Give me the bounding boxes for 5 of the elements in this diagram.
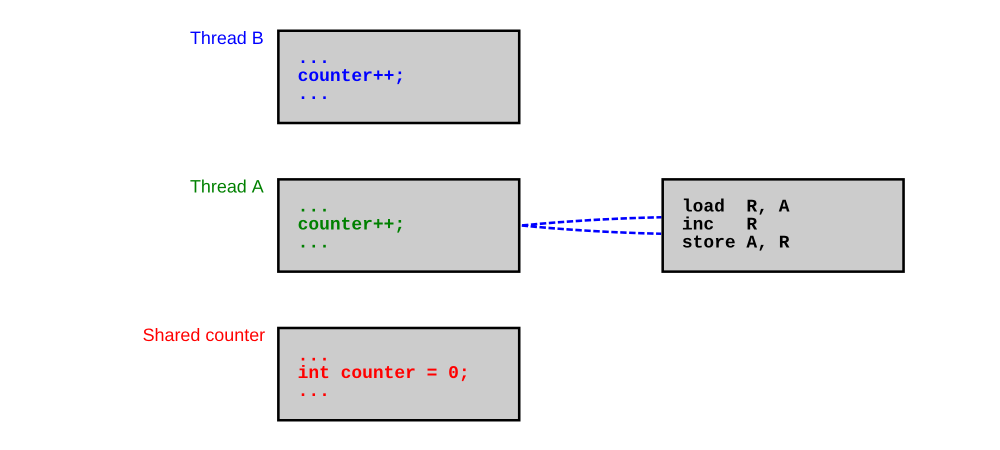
node-label: Thread A	[190, 176, 264, 196]
connector	[522, 224, 662, 235]
connector	[522, 215, 662, 226]
node-label: Thread B	[190, 27, 264, 48]
node-label: Shared counter	[142, 324, 266, 345]
